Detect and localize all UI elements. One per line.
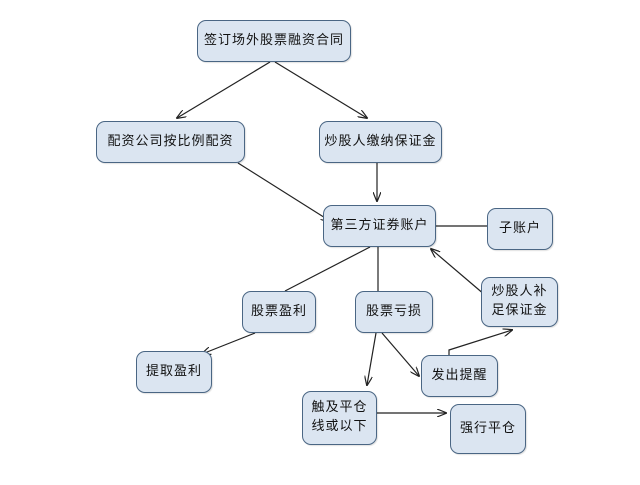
arrow-margin-add-to-third bbox=[431, 249, 486, 296]
node-stock-loss-label: 股票亏损 bbox=[365, 303, 422, 319]
arrow-contract-to-allocate bbox=[177, 61, 271, 118]
node-pay-deposit: 炒股人缴纳保证金 bbox=[319, 121, 442, 163]
node-allocation: 配资公司按比例配资 bbox=[96, 121, 245, 163]
node-forced-liquidation-label: 强行平仓 bbox=[459, 420, 516, 436]
node-allocation-label: 配资公司按比例配资 bbox=[107, 133, 234, 149]
arrow-profit-to-withdraw bbox=[202, 332, 256, 354]
arrow-loss-to-touch bbox=[367, 332, 377, 385]
node-touch-liquidation-line: 触及平仓 线或以下 bbox=[302, 391, 377, 445]
node-send-reminder: 发出提醒 bbox=[421, 355, 498, 397]
node-forced-liquidation: 强行平仓 bbox=[450, 404, 526, 454]
arrow-loss-to-remind bbox=[381, 332, 419, 376]
node-stock-profit: 股票盈利 bbox=[242, 291, 316, 333]
node-sign-contract-label: 签订场外股票融资合同 bbox=[203, 32, 344, 48]
arrow-contract-to-deposit bbox=[274, 61, 367, 118]
arrow-allocate-to-third bbox=[237, 162, 330, 221]
node-send-reminder-label: 发出提醒 bbox=[431, 367, 488, 383]
node-pay-deposit-label: 炒股人缴纳保证金 bbox=[324, 133, 437, 149]
node-top-up-margin-label: 炒股人补 足保证金 bbox=[491, 284, 548, 318]
node-sub-account: 子账户 bbox=[487, 208, 553, 250]
node-top-up-margin: 炒股人补 足保证金 bbox=[481, 277, 558, 327]
line-third-to-profit bbox=[284, 246, 371, 292]
node-withdraw-profit: 提取盈利 bbox=[136, 351, 212, 393]
node-third-party-account: 第三方证券账户 bbox=[323, 205, 436, 247]
arrow-remind-to-margin-add bbox=[448, 330, 512, 355]
node-stock-profit-label: 股票盈利 bbox=[250, 303, 307, 319]
node-sign-contract: 签订场外股票融资合同 bbox=[197, 20, 351, 62]
node-withdraw-profit-label: 提取盈利 bbox=[145, 363, 202, 379]
node-touch-liquidation-line-label: 触及平仓 线或以下 bbox=[311, 400, 368, 434]
node-sub-account-label: 子账户 bbox=[498, 220, 541, 236]
node-third-party-account-label: 第三方证券账户 bbox=[330, 217, 429, 233]
node-stock-loss: 股票亏损 bbox=[355, 291, 433, 333]
